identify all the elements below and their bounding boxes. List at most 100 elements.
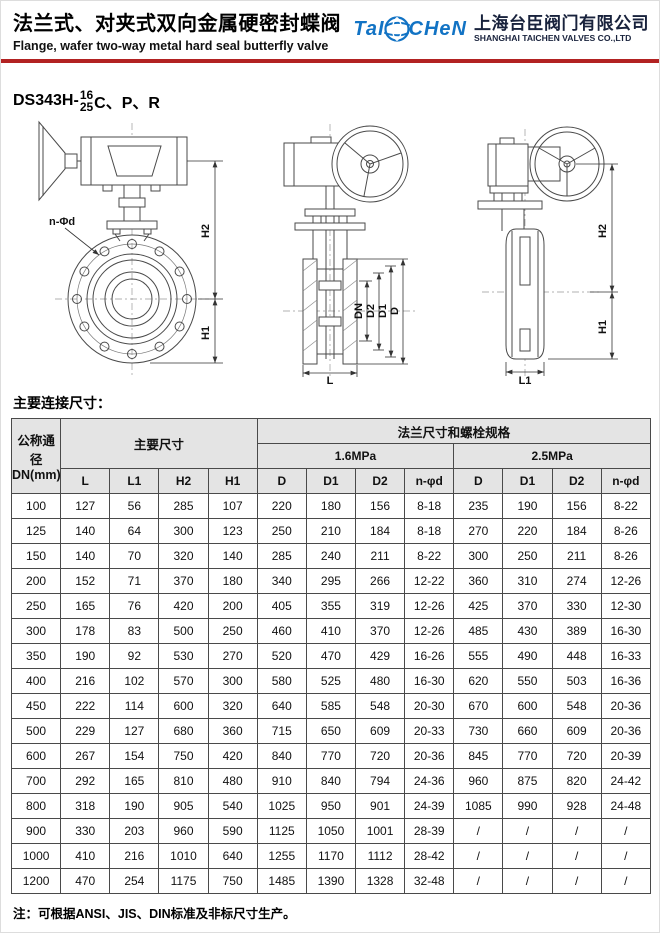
- cell-value: 250: [207, 618, 258, 644]
- cell-value: 20-36: [600, 718, 652, 744]
- brand-block: TaI CHeN 上海台臣阀门有限公司 SHANGHAI TAICHEN VAL…: [353, 14, 649, 44]
- cell-value: 320: [158, 543, 209, 569]
- cell-value: 620: [453, 668, 504, 694]
- drawing-front-view: n-Φd H2 H1: [38, 120, 223, 375]
- cell-value: 216: [60, 668, 111, 694]
- col-header-h2: H2: [158, 468, 209, 494]
- logo-text-right: CHeN: [408, 17, 467, 40]
- technical-drawings: n-Φd H2 H1: [1, 119, 659, 385]
- cell-value: /: [453, 818, 504, 844]
- col-header-dn-unit: DN(mm): [12, 468, 61, 482]
- cell-value: 370: [158, 568, 209, 594]
- label-l: L: [327, 375, 334, 385]
- cell-dn: 250: [10, 593, 62, 619]
- cell-value: 76: [109, 593, 160, 619]
- cell-value: 840: [256, 743, 307, 769]
- cell-value: 64: [109, 518, 160, 544]
- cell-value: 16-33: [600, 643, 652, 669]
- cell-value: 720: [551, 743, 602, 769]
- cell-value: 16-30: [404, 668, 455, 694]
- col-header-l1: L1: [109, 468, 160, 494]
- cell-value: 216: [109, 843, 160, 869]
- page-title: 法兰式、对夹式双向金属硬密封蝶阀: [13, 13, 341, 35]
- cell-value: 600: [502, 693, 553, 719]
- cell-value: 165: [60, 593, 111, 619]
- cell-value: 156: [551, 493, 602, 519]
- cell-value: 730: [453, 718, 504, 744]
- cell-value: 1125: [256, 818, 307, 844]
- col-header-d-16: D: [256, 468, 307, 494]
- cell-value: 267: [60, 743, 111, 769]
- label-d1: D1: [377, 304, 389, 318]
- page-subtitle: Flange, wafer two-way metal hard seal bu…: [13, 39, 329, 53]
- cell-value: 650: [305, 718, 356, 744]
- cell-value: 485: [453, 618, 504, 644]
- cell-value: 180: [305, 493, 356, 519]
- cell-value: 184: [354, 518, 406, 544]
- cell-dn: 150: [10, 543, 62, 569]
- cell-value: 310: [502, 568, 553, 594]
- cell-value: 24-39: [404, 793, 455, 819]
- cell-value: 355: [305, 593, 356, 619]
- cell-value: 24-42: [600, 768, 652, 794]
- cell-value: /: [502, 818, 553, 844]
- cell-value: 530: [158, 643, 209, 669]
- cell-value: 550: [502, 668, 553, 694]
- cell-value: /: [453, 868, 504, 894]
- cell-value: 127: [109, 718, 160, 744]
- dimension-table-head: 公称通径 DN(mm) 主要尺寸 法兰尺寸和螺栓规格 1.6MPa 2.5MPa…: [10, 418, 652, 494]
- cell-value: /: [551, 843, 602, 869]
- cell-value: 1328: [354, 868, 406, 894]
- model-pressure-denominator: 25: [79, 100, 94, 114]
- cell-dn: 200: [10, 568, 62, 594]
- cell-value: 250: [502, 543, 553, 569]
- cell-value: 12-26: [404, 593, 455, 619]
- cell-value: 600: [158, 693, 209, 719]
- taichen-logo: TaI CHeN: [353, 14, 467, 44]
- cell-value: 300: [158, 518, 209, 544]
- bolt-holes: [72, 239, 192, 359]
- col-header-l: L: [60, 468, 111, 494]
- cell-value: 410: [60, 843, 111, 869]
- cell-value: 928: [551, 793, 602, 819]
- cell-value: 1170: [305, 843, 356, 869]
- col-header-d2-16: D2: [354, 468, 406, 494]
- cell-value: 405: [256, 593, 307, 619]
- cell-value: 107: [207, 493, 258, 519]
- cell-value: 609: [551, 718, 602, 744]
- cell-value: 750: [207, 868, 258, 894]
- cell-value: 295: [305, 568, 356, 594]
- label-h2-front: H2: [200, 224, 212, 238]
- cell-value: 190: [502, 493, 553, 519]
- label-d: D: [389, 307, 401, 315]
- cell-value: 420: [207, 743, 258, 769]
- header-divider: [1, 59, 659, 63]
- col-header-d2-25: D2: [551, 468, 602, 494]
- cell-value: 266: [354, 568, 406, 594]
- cell-value: /: [502, 868, 553, 894]
- cell-value: 20-33: [404, 718, 455, 744]
- cell-value: 292: [60, 768, 111, 794]
- cell-value: 950: [305, 793, 356, 819]
- cell-value: 165: [109, 768, 160, 794]
- cell-value: /: [600, 818, 652, 844]
- cell-value: 448: [551, 643, 602, 669]
- cell-value: 20-30: [404, 693, 455, 719]
- cell-value: 460: [256, 618, 307, 644]
- cell-value: 770: [502, 743, 553, 769]
- table-section-title: 主要连接尺寸：: [13, 395, 111, 411]
- col-header-dn: 公称通径 DN(mm): [10, 418, 62, 494]
- label-h1-front: H1: [200, 326, 212, 340]
- cell-dn: 350: [10, 643, 62, 669]
- cell-value: 20-39: [600, 743, 652, 769]
- cell-value: 20-36: [600, 693, 652, 719]
- col-header-nphid-16: n-φd: [404, 468, 455, 494]
- cell-value: 1175: [158, 868, 209, 894]
